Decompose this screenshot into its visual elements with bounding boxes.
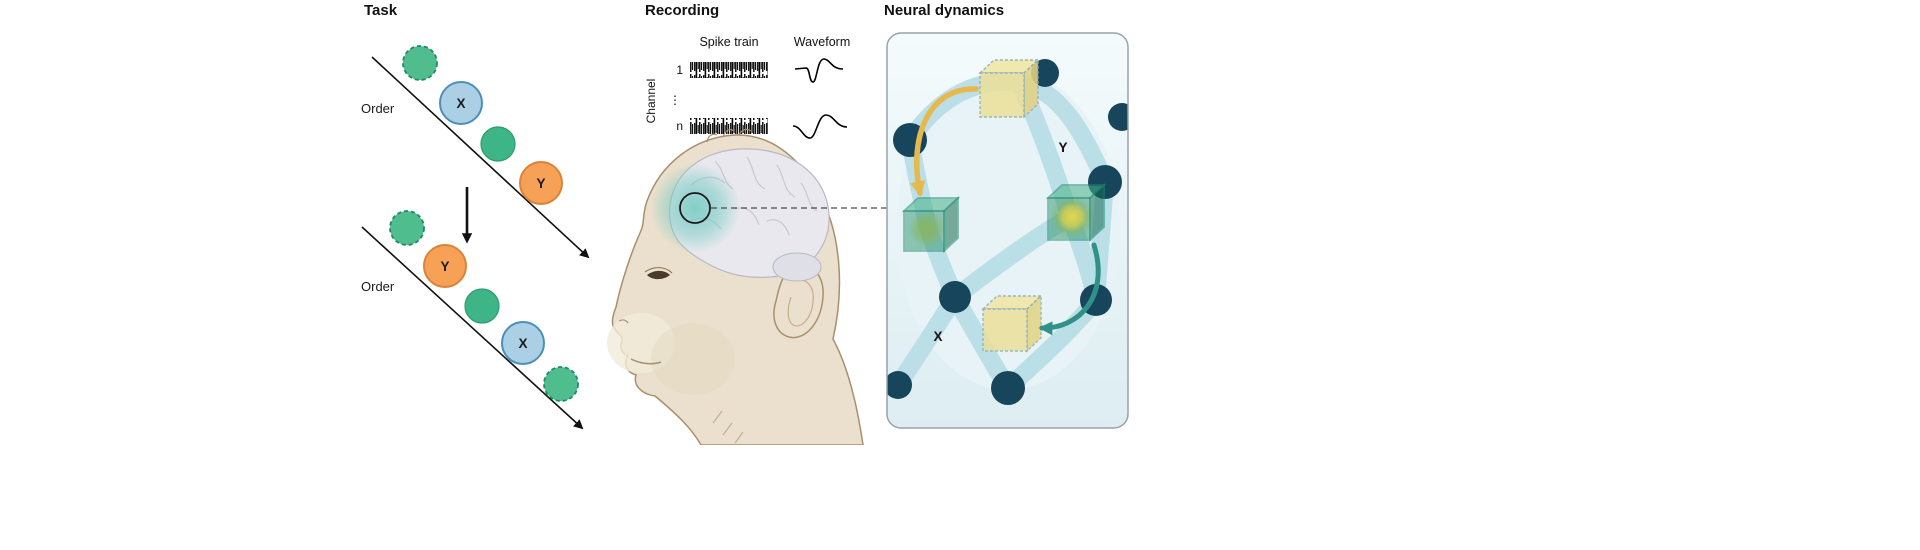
monkey-cheek-shade — [651, 323, 735, 395]
sequence2-order-label: Order — [361, 279, 395, 294]
channel-n-label: n — [676, 119, 683, 133]
stimulus-label-y: Y — [440, 259, 449, 274]
sequence2-circles: Y X — [389, 210, 579, 402]
network-node — [1108, 103, 1128, 131]
monkey-eye — [647, 270, 670, 280]
stimulus-circle-y — [519, 161, 563, 205]
waveform-label: Waveform — [794, 35, 851, 49]
state-label-y: Y — [1058, 140, 1067, 155]
monkey-ear-inner-line — [787, 279, 814, 327]
spike-train-channel-n — [690, 118, 768, 134]
transition-arrow-yellow — [910, 86, 979, 197]
monkey-muzzle-shade — [607, 313, 675, 373]
stimulus-label-x: X — [518, 336, 527, 351]
distractor-circle-solid — [480, 126, 516, 162]
sequence1-order-label: Order — [361, 101, 395, 116]
neural-dynamics-panel-graphic: Y X — [886, 32, 1129, 429]
distractor-circle-dashed — [389, 210, 425, 246]
waveform-channel-1 — [794, 58, 844, 83]
distractor-circle-solid — [464, 288, 500, 324]
distractor-circle-dashed — [402, 45, 438, 81]
stimulus-label-x: X — [456, 96, 465, 111]
sequence1-order-arrow — [371, 56, 590, 259]
channel-ellipsis: ⋮ — [669, 93, 681, 107]
monkey-hair-tufts — [706, 128, 752, 143]
monkey-ear — [773, 264, 824, 339]
stimulus-circle-y — [423, 244, 467, 288]
network-node — [991, 371, 1025, 405]
network-node — [887, 371, 912, 399]
monkey-brow-line — [644, 267, 673, 274]
network-node — [939, 281, 971, 313]
stimulus-circle-x — [439, 81, 483, 125]
sequence2-order-arrow — [361, 226, 584, 430]
state-cube-green-right — [1045, 182, 1107, 243]
stimulus-label-y: Y — [536, 176, 545, 191]
distractor-circle-dashed — [543, 366, 579, 402]
monkey-head-illustration — [607, 128, 864, 445]
waveform-channel-n — [792, 114, 848, 139]
task-panel-title: Task — [364, 2, 398, 19]
state-cube-green-left — [901, 195, 961, 254]
spike-train-channel-1 — [690, 62, 768, 78]
cerebellum — [772, 252, 822, 282]
monkey-nostril-line — [618, 319, 629, 324]
channel-1-label: 1 — [676, 63, 683, 77]
channel-axis-label: Channel — [644, 79, 658, 124]
neural-dynamics-panel-title: Neural dynamics — [884, 2, 1005, 19]
recording-panel-title: Recording — [645, 2, 720, 19]
recording-region-highlight — [650, 163, 740, 253]
neural-panel-border — [886, 32, 1129, 429]
monkey-neck-fur-lines — [712, 410, 744, 444]
transition-arrow-teal — [1038, 242, 1101, 336]
recording-panel-graphic: Spike train Waveform Channel 1 ⋮ n — [607, 35, 891, 445]
task-panel-graphic: Order X Y Order Y X — [361, 45, 590, 430]
spike-train-label: Spike train — [699, 35, 758, 49]
state-cube-y-yellow — [978, 58, 1040, 119]
sequence1-circles: X Y — [402, 45, 563, 205]
state-cube-x-yellow — [981, 294, 1043, 353]
stimulus-circle-x — [501, 321, 545, 365]
monkey-mouth-line — [630, 358, 662, 365]
state-label-x: X — [933, 329, 942, 344]
recording-site-circle — [679, 192, 711, 224]
